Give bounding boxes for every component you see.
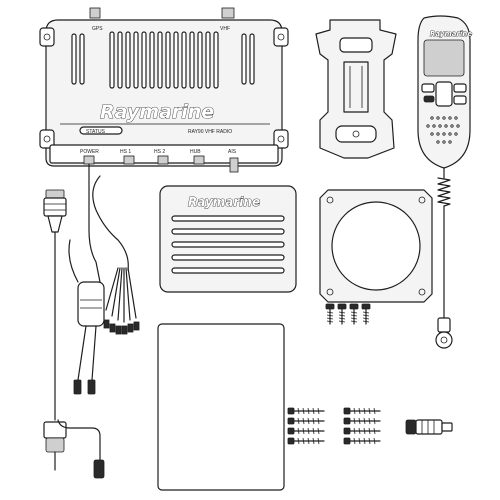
vhf-radio-unit: GPS VHF Raymarine STATUS RAY (39, 7, 289, 173)
long-screws-right (343, 407, 381, 445)
long-screws-left (287, 407, 325, 445)
speaker-body (159, 185, 297, 293)
mount-ear-tl (39, 27, 55, 47)
handset-mount-bracket (315, 19, 397, 159)
port-label-hub: HUB (190, 149, 201, 155)
mounting-plate (319, 189, 433, 303)
connector-cap (405, 419, 453, 435)
document (157, 323, 285, 491)
port-label-hs2: HS 2 (154, 149, 165, 155)
small-screws (325, 303, 371, 325)
status-label: STATUS (86, 129, 106, 135)
radio-brand: Raymarine (100, 101, 214, 123)
handset-button-right-2[interactable] (453, 95, 467, 105)
mounting-plate-hole (331, 201, 421, 291)
mount-ear-bl (39, 129, 55, 149)
fuse-holder (77, 281, 105, 327)
status-indicator (79, 126, 123, 135)
gps-label: GPS (92, 26, 103, 32)
gps-connector (89, 7, 101, 19)
handset-button-right[interactable] (453, 83, 467, 93)
speaker-brand: Raymarine (188, 195, 260, 209)
handset-dpad[interactable] (435, 81, 453, 107)
port-label-hs1: HS 1 (120, 149, 131, 155)
model-label: RAY90 VHF RADIO (188, 129, 232, 135)
cooling-fins (71, 31, 255, 89)
mount-ear-tr (273, 27, 289, 47)
handset-button-red[interactable] (423, 95, 435, 103)
handset-display (423, 39, 465, 77)
handset: Raymarine (417, 15, 473, 349)
handset-button-left[interactable] (421, 83, 435, 93)
port-label-ais: AIS (228, 149, 237, 155)
document-sheet (157, 323, 285, 491)
cable-assembly (43, 163, 140, 479)
handset-grille (426, 116, 460, 144)
vhf-label: VHF (220, 26, 230, 32)
mount-ear-br (273, 129, 289, 149)
port-label-power: POWER (80, 149, 99, 155)
vhf-connector (221, 7, 235, 19)
handset-brand: Raymarine (430, 30, 472, 38)
speaker: Raymarine (159, 185, 297, 293)
